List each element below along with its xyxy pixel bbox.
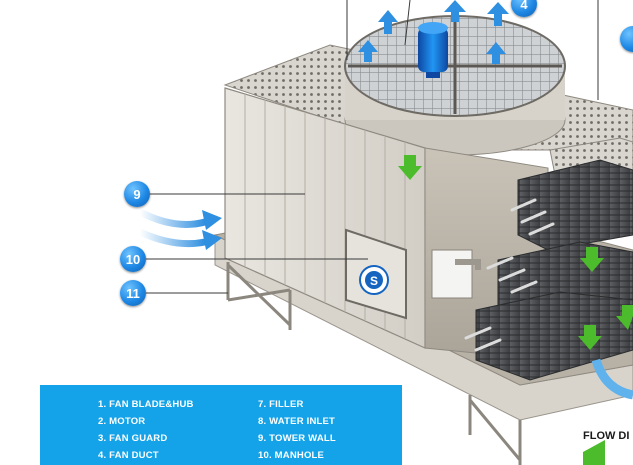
water-arrow-icon	[580, 247, 604, 272]
callout-9: 9	[124, 181, 150, 207]
spray-nozzles	[464, 198, 555, 352]
manhole-logo-letter: S	[370, 274, 378, 288]
legend-item: 4. FAN DUCT	[98, 450, 159, 461]
legend-item: 8. WATER INLET	[258, 416, 336, 427]
legend-item: 10. MANHOLE	[258, 450, 325, 461]
water-arrow-icon	[398, 155, 422, 180]
flow-direction-arrow	[591, 358, 633, 400]
legend-item: 7. FILLER	[258, 399, 304, 410]
air-arrow-icon	[487, 2, 509, 26]
legend-item: 2. MOTOR	[98, 416, 146, 427]
air-arrow-icon	[486, 42, 506, 64]
flow-direction-arrow-head	[583, 440, 605, 465]
legend-item: 9. TOWER WALL	[258, 433, 336, 444]
fan-blades	[348, 18, 562, 114]
air-arrow-icon	[202, 210, 222, 230]
callout-10: 10	[120, 246, 146, 272]
air-arrow-icon	[136, 208, 209, 228]
air-arrow-icon	[136, 228, 209, 248]
air-arrow-icon	[378, 10, 398, 34]
air-inlet-arrows	[136, 208, 222, 250]
leader-lines	[146, 0, 599, 294]
legend-item: 3. FAN GUARD	[98, 433, 168, 444]
water-arrow-icon	[616, 305, 633, 330]
water-flow-arrows	[398, 155, 633, 350]
callout-partial	[620, 26, 633, 52]
air-outlet-arrows	[358, 0, 509, 64]
callout-11: 11	[120, 280, 146, 306]
flow-direction-label: FLOW DI	[583, 430, 630, 442]
air-arrow-icon	[358, 40, 378, 62]
manhole-logo-badge	[365, 271, 383, 289]
filler-block	[475, 291, 633, 381]
legend-panel: 1. FAN BLADE&HUB 2. MOTOR 3. FAN GUARD 4…	[40, 385, 402, 465]
air-arrow-icon	[444, 0, 466, 22]
air-arrow-icon	[202, 230, 222, 250]
support-legs	[226, 262, 522, 465]
fan-motor-icon	[418, 22, 448, 78]
water-inlet-box	[431, 249, 473, 299]
legend-item: 1. FAN BLADE&HUB	[98, 399, 194, 410]
water-arrow-icon	[578, 325, 602, 350]
water-inlet-pipe	[455, 259, 481, 270]
callout-4: 4	[511, 0, 537, 17]
